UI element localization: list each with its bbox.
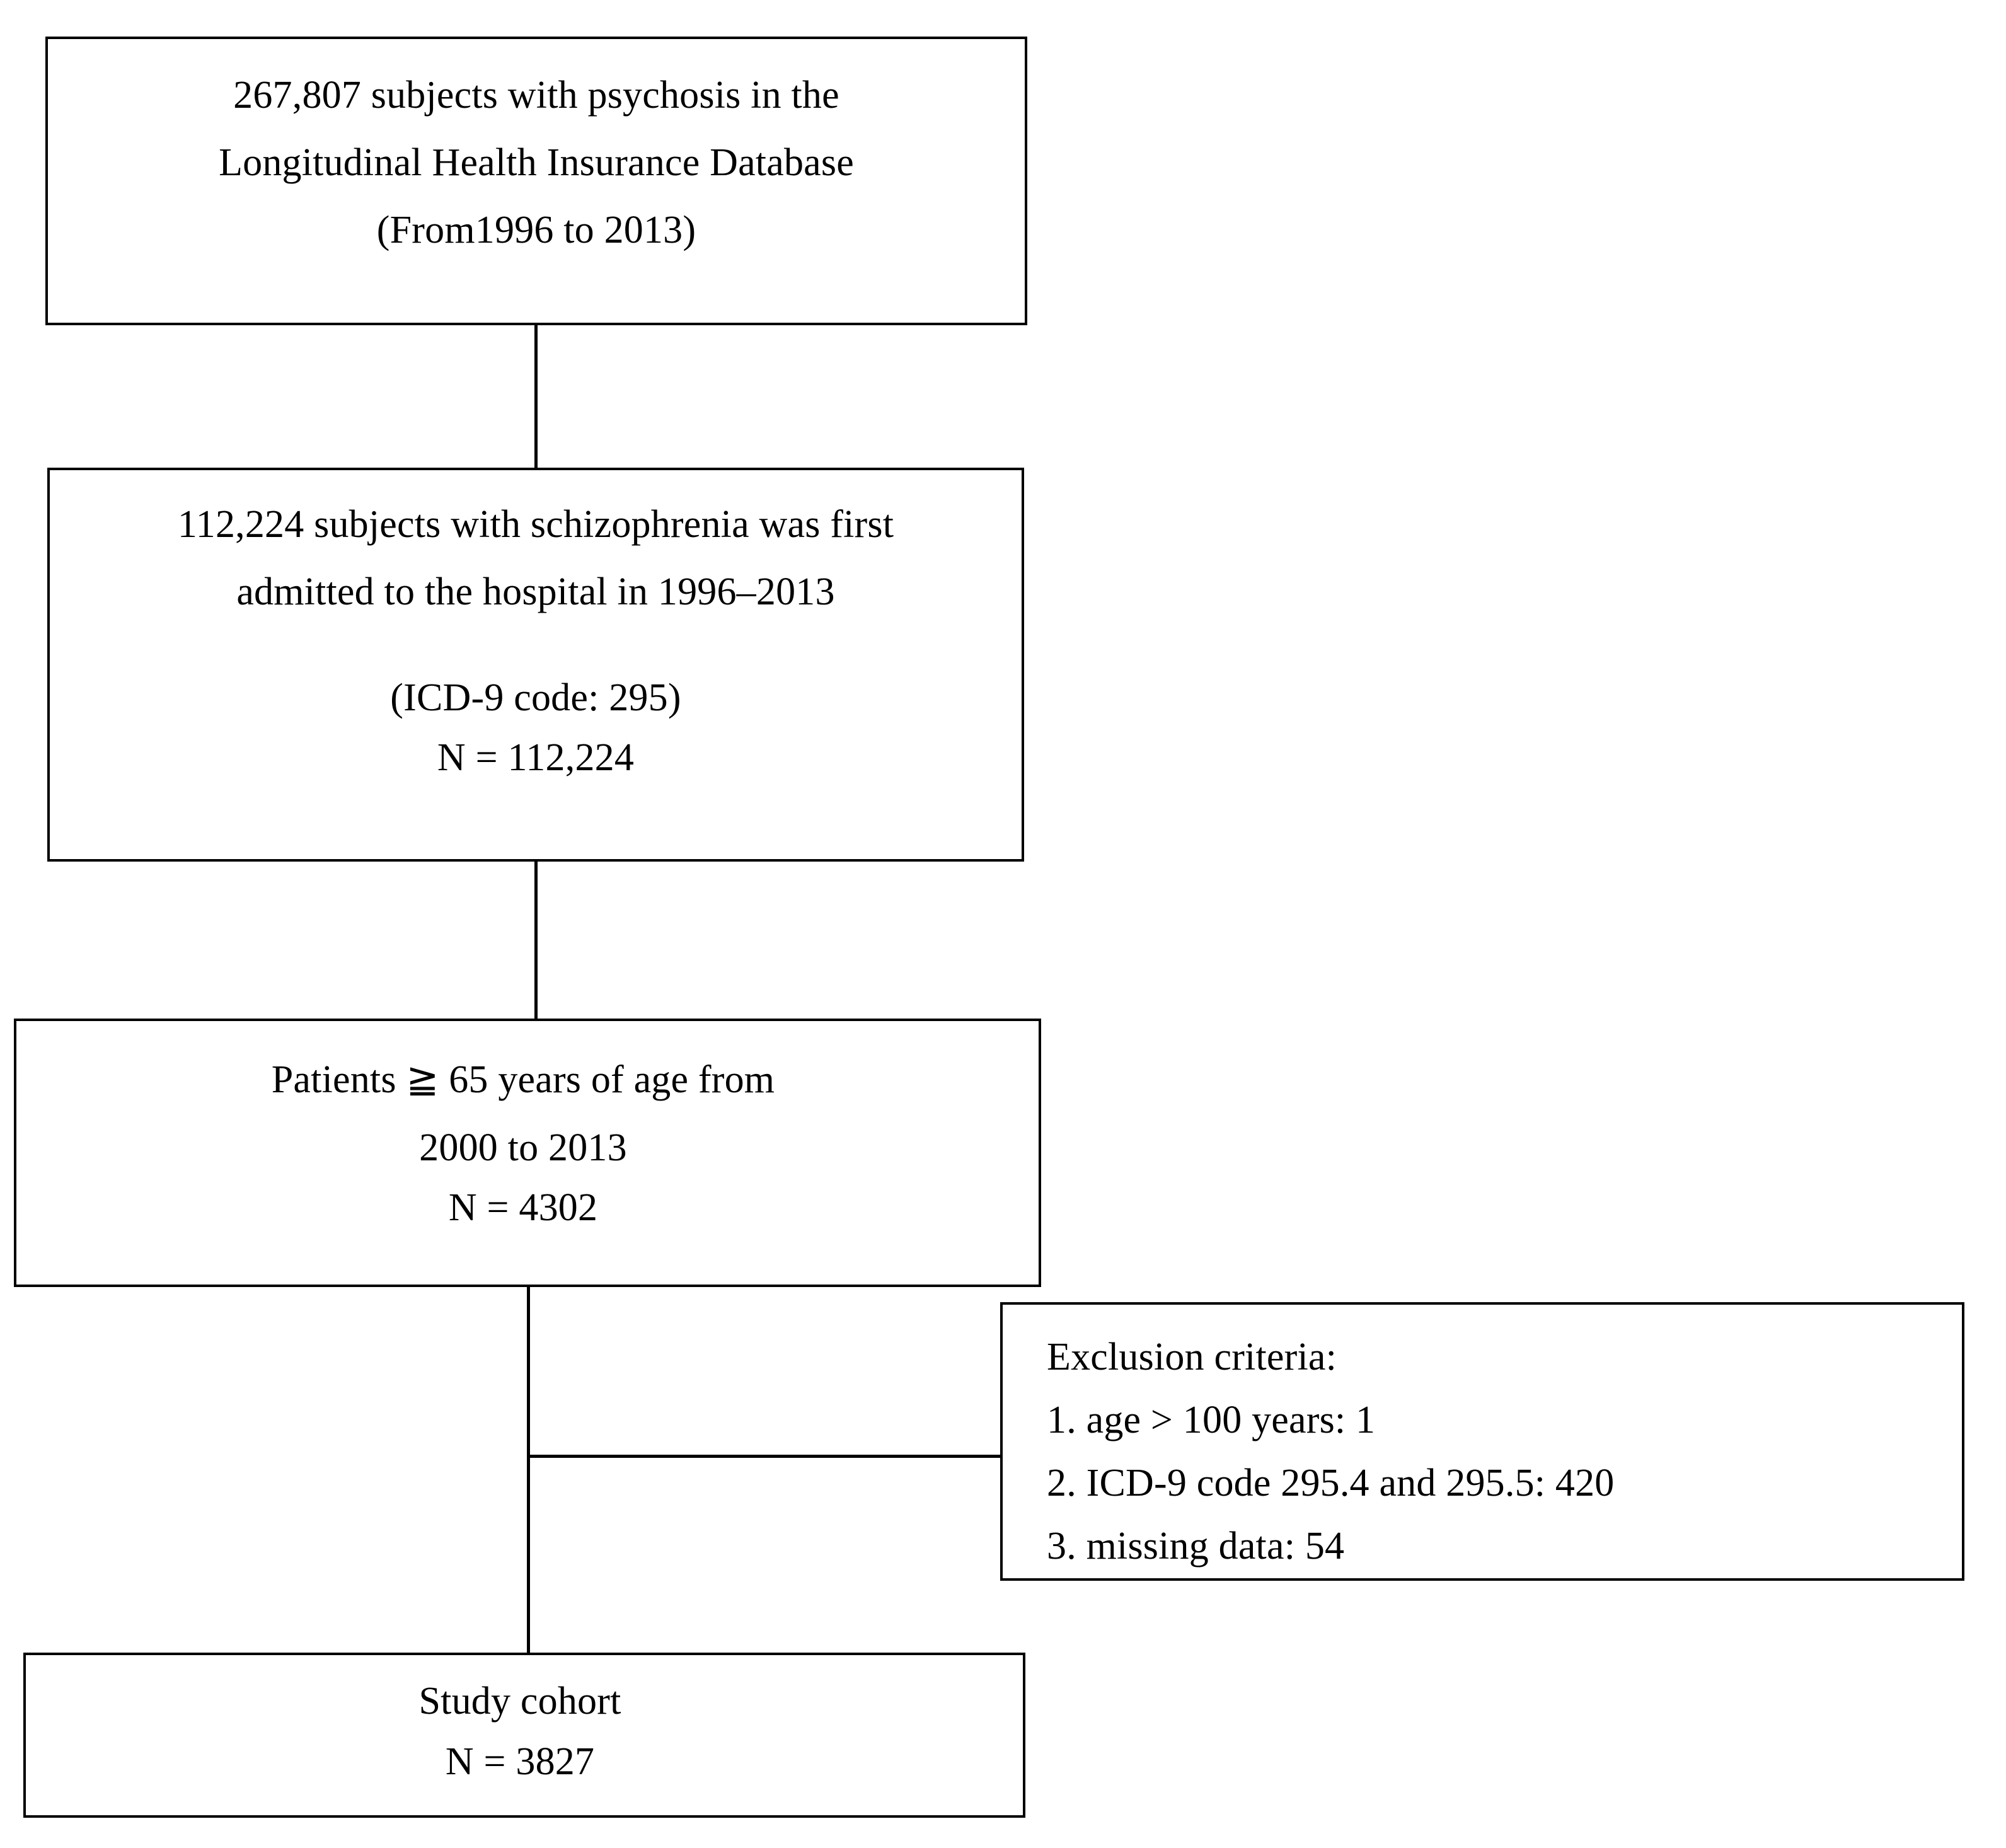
connector-psychosis-to-schizophrenia [534,325,538,469]
exclusion-heading: Exclusion criteria: [1047,1336,1337,1378]
connector-schizophrenia-to-elderly [534,861,538,1020]
cohort-count: N = 3827 [445,1740,595,1783]
node-box-elderly: Patients ≧ 65 years of age from 2000 to … [14,1019,1041,1287]
schizophrenia-count-line: N = 112,224 [437,736,635,779]
elderly-line-1: Patients ≧ 65 years of age from [271,1058,775,1101]
elderly-line-2: 2000 to 2013 [419,1126,627,1169]
exclusion-item-1: 1. age > 100 years: 1 [1047,1399,1376,1441]
connector-elderly-to-exclusion [527,1455,1003,1458]
psychosis-line-2: Longitudinal Health Insurance Database [219,141,854,184]
node-box-exclusion: Exclusion criteria: 1. age > 100 years: … [1000,1302,1964,1581]
elderly-count-line: N = 4302 [448,1186,598,1229]
schizophrenia-line-2: admitted to the hospital in 1996–2013 [236,570,835,613]
node-box-psychosis: 267,807 subjects with psychosis in the L… [45,37,1027,325]
exclusion-item-3: 3. missing data: 54 [1047,1525,1345,1568]
schizophrenia-icd9-line: (ICD-9 code: 295) [390,676,681,719]
exclusion-item-2: 2. ICD-9 code 295.4 and 295.5: 420 [1047,1462,1615,1504]
schizophrenia-line-1: 112,224 subjects with schizophrenia was … [177,503,894,546]
node-box-schizophrenia: 112,224 subjects with schizophrenia was … [47,468,1024,862]
psychosis-line-3: (From1996 to 2013) [376,209,696,251]
connector-elderly-to-cohort [527,1287,530,1654]
cohort-label: Study cohort [418,1680,621,1723]
psychosis-line-1: 267,807 subjects with psychosis in the [233,74,839,117]
node-box-study-cohort: Study cohort N = 3827 [23,1653,1025,1818]
